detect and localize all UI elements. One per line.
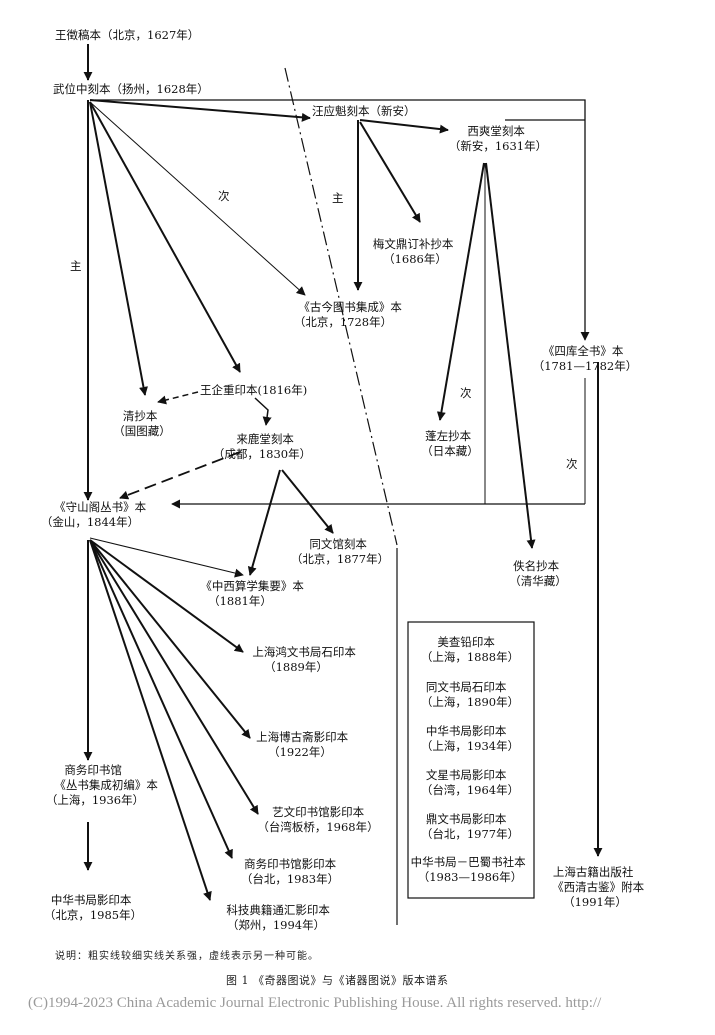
- box-item: 文星书局影印本 （台湾，1964年）: [421, 768, 519, 797]
- node-lailu: 来鹿堂刻本 （成都，1830年）: [213, 432, 311, 461]
- edge-labels: 主 次 主 次 次: [70, 189, 578, 471]
- edge-shoushan-yiwen: [89, 539, 259, 815]
- edge-lailu-zhongxi: [247, 469, 281, 576]
- node-yiwen: 艺文印书馆影印本 （台湾板桥，1968年）: [257, 805, 378, 834]
- node-zhongxi: 《中西算学集要》本 （1881年）: [200, 579, 307, 608]
- edge-lailu-shoushan: [119, 451, 241, 500]
- reprints-box: [407, 621, 535, 899]
- edge-shoushan-hongwen: [89, 539, 244, 653]
- node-shangwu-1936: 商务印书馆 《丛书集成初编》本 （上海，1936年）: [46, 763, 162, 807]
- edge-wangqi-qingchao: [157, 391, 199, 405]
- edge-xishuang-yiming: [485, 162, 536, 549]
- edge-wangyingkui-meiwending: [359, 121, 421, 223]
- node-qing-chao: 清抄本 （国图藏）: [113, 409, 171, 438]
- node-wang-yingkui: 汪应魁刻本（新安）: [312, 104, 416, 118]
- edge-label-secondary-1: 次: [218, 189, 230, 203]
- edge-shoushan-bogu: [89, 539, 251, 739]
- edges: [83, 44, 603, 925]
- nodes: 王徵稿本（北京，1627年） 武位中刻本（扬州，1628年） 汪应魁刻本（新安）…: [41, 28, 648, 932]
- edge-lailu-tongwen: [281, 469, 334, 534]
- edge-label-main-1: 主: [70, 259, 82, 273]
- edge-wangqi-lailu: [254, 397, 272, 426]
- node-yiming: 佚名抄本 （清华藏）: [509, 559, 567, 588]
- edge-wuwei-wangqi: [89, 101, 241, 373]
- node-keji: 科技典籍通汇影印本 （郑州，1994年）: [226, 903, 333, 932]
- node-siku: 《四库全书》本 （1781—1782年）: [533, 344, 638, 373]
- node-zhonghua-1985: 中华书局影印本 （北京，1985年）: [44, 893, 142, 922]
- box-item: 美查铅印本 （上海，1888年）: [421, 635, 519, 664]
- edge-wuwei-gujin: [89, 101, 306, 296]
- node-wang-qi: 王企重印本(1816年): [200, 383, 307, 397]
- edge-label-secondary-2: 次: [460, 386, 472, 400]
- node-wang-zheng: 王徵稿本（北京，1627年）: [55, 28, 199, 42]
- separator-line: [284, 67, 398, 546]
- node-shanghai-guji: 上海古籍出版社 《西清古鉴》附本 （1991年）: [552, 865, 648, 909]
- node-mei-wending: 梅文鼎订补抄本 （1686年）: [373, 237, 457, 266]
- reprints-box-items: 美查铅印本 （上海，1888年） 同文书局石印本 （上海，1890年） 中华书局…: [411, 635, 530, 884]
- node-hongwen: 上海鸿文书局石印本 （1889年）: [252, 645, 359, 674]
- node-xishuang: 西爽堂刻本 （新安，1631年）: [449, 124, 547, 153]
- node-penglai: 蓬左抄本 （日本藏）: [421, 429, 479, 458]
- box-item: 中华书局－巴蜀书社本 （1983—1986年）: [411, 855, 530, 884]
- node-bogu: 上海博古斋影印本 （1922年）: [256, 730, 352, 759]
- caption-note: 说明：粗实线较细实线关系强，虚线表示另一种可能。: [55, 951, 319, 962]
- figure-caption: 图 1 《奇器图说》与《诸器图说》版本谱系: [226, 974, 449, 987]
- node-wuwei: 武位中刻本（扬州，1628年）: [53, 82, 209, 96]
- box-item: 同文书局石印本 （上海，1890年）: [421, 680, 519, 709]
- copyright-notice: (C)1994-2023 China Academic Journal Elec…: [28, 995, 602, 1011]
- edge-shoushan-zhongxi: [89, 537, 244, 578]
- node-shoushan: 《守山阁丛书》本 （金山，1844年）: [41, 500, 150, 529]
- edge-wangyingkui-xishuang: [359, 119, 449, 134]
- box-item: 中华书局影印本 （上海，1934年）: [421, 724, 519, 753]
- edge-label-main-2: 主: [332, 191, 344, 205]
- node-tongwen: 同文馆刻本 （北京，1877年）: [291, 537, 389, 566]
- node-shangwu-1983: 商务印书馆影印本 （台北，1983年）: [241, 857, 340, 886]
- box-item: 鼎文书局影印本 （台北，1977年）: [421, 812, 519, 841]
- edge-wuwei-siku: [95, 99, 590, 341]
- edge-wuwei-wangyingkui: [89, 99, 311, 122]
- edge-xishuang-penglai: [436, 162, 485, 421]
- edge-shoushan-shangwu1983: [89, 539, 233, 859]
- edge-wuwei-qingchao: [89, 101, 148, 396]
- edge-label-secondary-3: 次: [566, 457, 578, 471]
- edge-shoushan-keji: [89, 539, 212, 901]
- node-gujin: 《古今图书集成》本 （北京，1728年）: [294, 300, 406, 329]
